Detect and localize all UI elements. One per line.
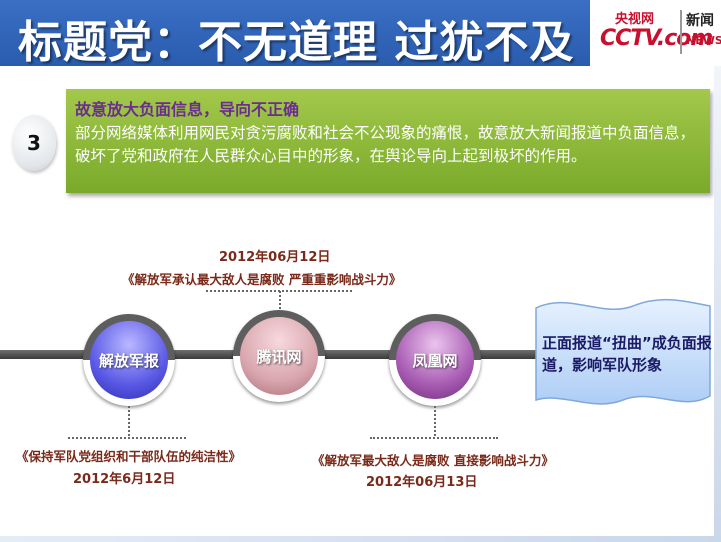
logo-divider — [680, 10, 682, 54]
conclusion-wave-banner — [535, 298, 711, 405]
cctv-logo — [590, 0, 721, 66]
node-3-headline: 《解放军最大敌人是腐败 直接影响战斗力》 — [312, 453, 554, 468]
node-2-ball: 腾讯网 — [240, 317, 318, 395]
logo-brand-text: CCTV.com — [600, 26, 713, 51]
node-1-dotted-rule — [68, 437, 186, 439]
node-2-headline: 《解放军承认最大敌人是腐败 严重重影响战斗力》 — [122, 272, 402, 287]
node-1-ball: 解放军报 — [90, 321, 168, 399]
page-title: 标题党：不无道理 过犹不及 — [18, 17, 575, 68]
slide-frame-bottom — [0, 536, 721, 542]
point-body: 部分网络媒体利用网民对贪污腐败和社会不公现象的痛恨，故意放大新闻报道中负面信息，… — [75, 124, 696, 165]
node-3-label: 凤凰网 — [412, 351, 458, 370]
node-3-dotted-rule — [370, 437, 498, 439]
node-2-connector — [279, 291, 281, 313]
node-1-label: 解放军报 — [98, 351, 159, 370]
node-2-label: 腾讯网 — [256, 347, 302, 366]
point-number: 3 — [27, 131, 41, 155]
node-3-date: 2012年06月13日 — [366, 475, 478, 490]
node-3-connector — [434, 406, 436, 436]
node-1-connector — [128, 406, 130, 436]
point-title: 故意放大负面信息，导向不正确 — [75, 100, 300, 119]
logo-news-cn-text: 新闻 — [686, 13, 714, 29]
point-box: 故意放大负面信息，导向不正确 部分网络媒体利用网民对贪污腐败和社会不公现象的痛恨… — [66, 89, 710, 193]
node-2-date: 2012年06月12日 — [219, 250, 331, 265]
point-number-badge: 3 — [12, 115, 56, 171]
node-1-date: 2012年6月12日 — [73, 472, 176, 487]
logo-news-en-text: NEWS — [686, 34, 721, 47]
header-bar: 标题党：不无道理 过犹不及 — [0, 0, 590, 68]
slide-frame-right — [714, 66, 721, 542]
logo-cn-text: 央视网 — [615, 12, 655, 27]
conclusion-text: 正面报道“扭曲”成负面报道，影响军队形象 — [542, 334, 712, 374]
node-3-ball: 凤凰网 — [396, 321, 474, 399]
node-1-headline: 《保持军队党组织和干部队伍的纯洁性》 — [16, 449, 242, 464]
